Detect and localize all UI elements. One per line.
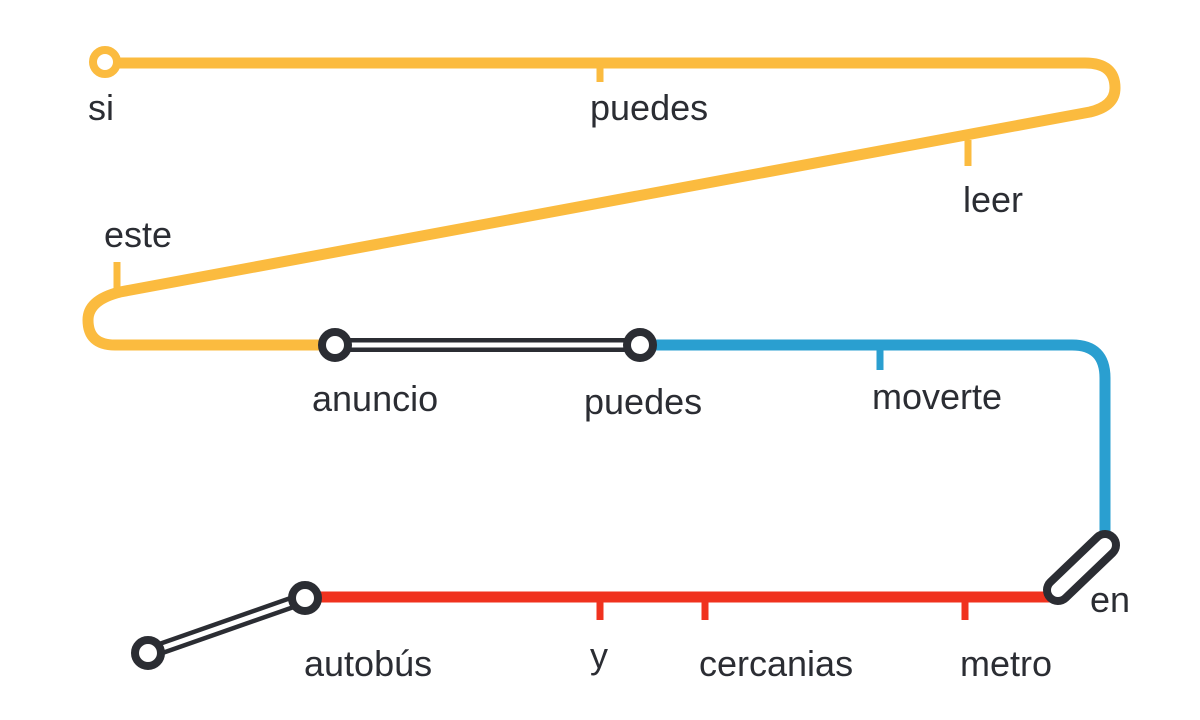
label-y: y <box>590 635 608 676</box>
label-leer: leer <box>963 179 1023 220</box>
label-puedes-1: puedes <box>590 87 708 128</box>
label-moverte: moverte <box>872 376 1002 417</box>
interchange-en <box>1043 530 1120 605</box>
terminus-station-si <box>89 46 121 78</box>
label-anuncio: anuncio <box>312 378 438 419</box>
label-autobus: autobús <box>304 643 432 684</box>
label-puedes-2: puedes <box>584 381 702 422</box>
interchange-anuncio-puedes <box>318 328 657 362</box>
label-en: en <box>1090 579 1130 620</box>
label-si: si <box>88 87 114 128</box>
label-cercanias: cercanias <box>699 643 853 684</box>
yellow-line <box>82 57 1121 351</box>
label-este: este <box>104 214 172 255</box>
interchange-autobus <box>131 581 322 670</box>
label-metro: metro <box>960 643 1052 684</box>
blue-line <box>639 339 1111 541</box>
